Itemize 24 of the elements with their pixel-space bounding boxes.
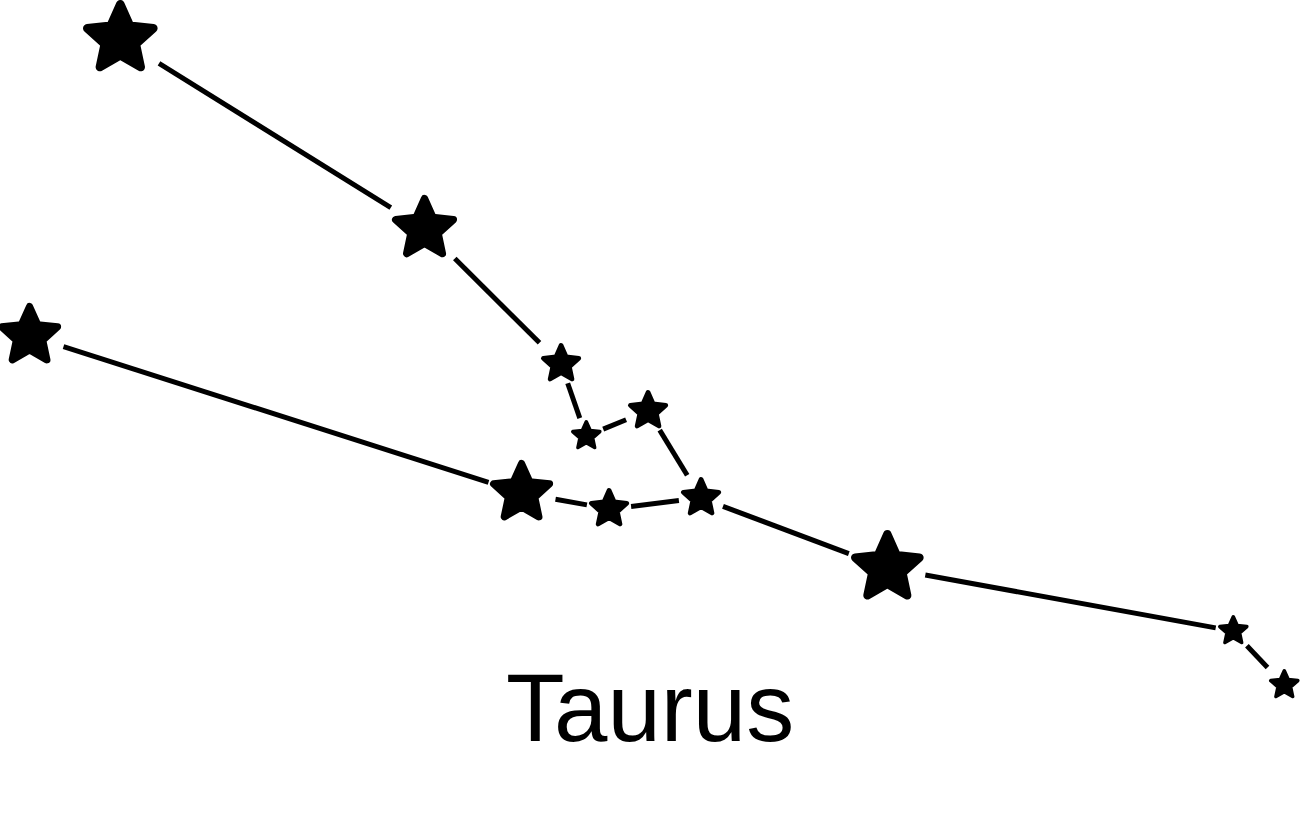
connector-line [565,382,583,419]
star-icon [627,390,669,429]
star-icon [570,420,602,450]
star-icon [588,488,630,527]
connector-line [602,417,628,432]
connector-line [924,572,1217,631]
connector-line [157,61,393,210]
connector-line [1245,644,1270,670]
star-icon [392,195,458,258]
star-icon [540,343,582,382]
star-icon [1268,669,1300,699]
star-icon [0,303,62,364]
connector-line [630,498,680,509]
star-icon [1217,615,1249,645]
star-icon [82,0,158,72]
connector-line [62,344,490,485]
connector-line [722,503,850,556]
connector-line [453,256,542,345]
star-icon [490,460,554,521]
connector-line [555,496,588,508]
star-icon [680,477,722,516]
star-icon [850,530,924,600]
title: Taurus [506,660,795,756]
connector-line [657,428,690,477]
